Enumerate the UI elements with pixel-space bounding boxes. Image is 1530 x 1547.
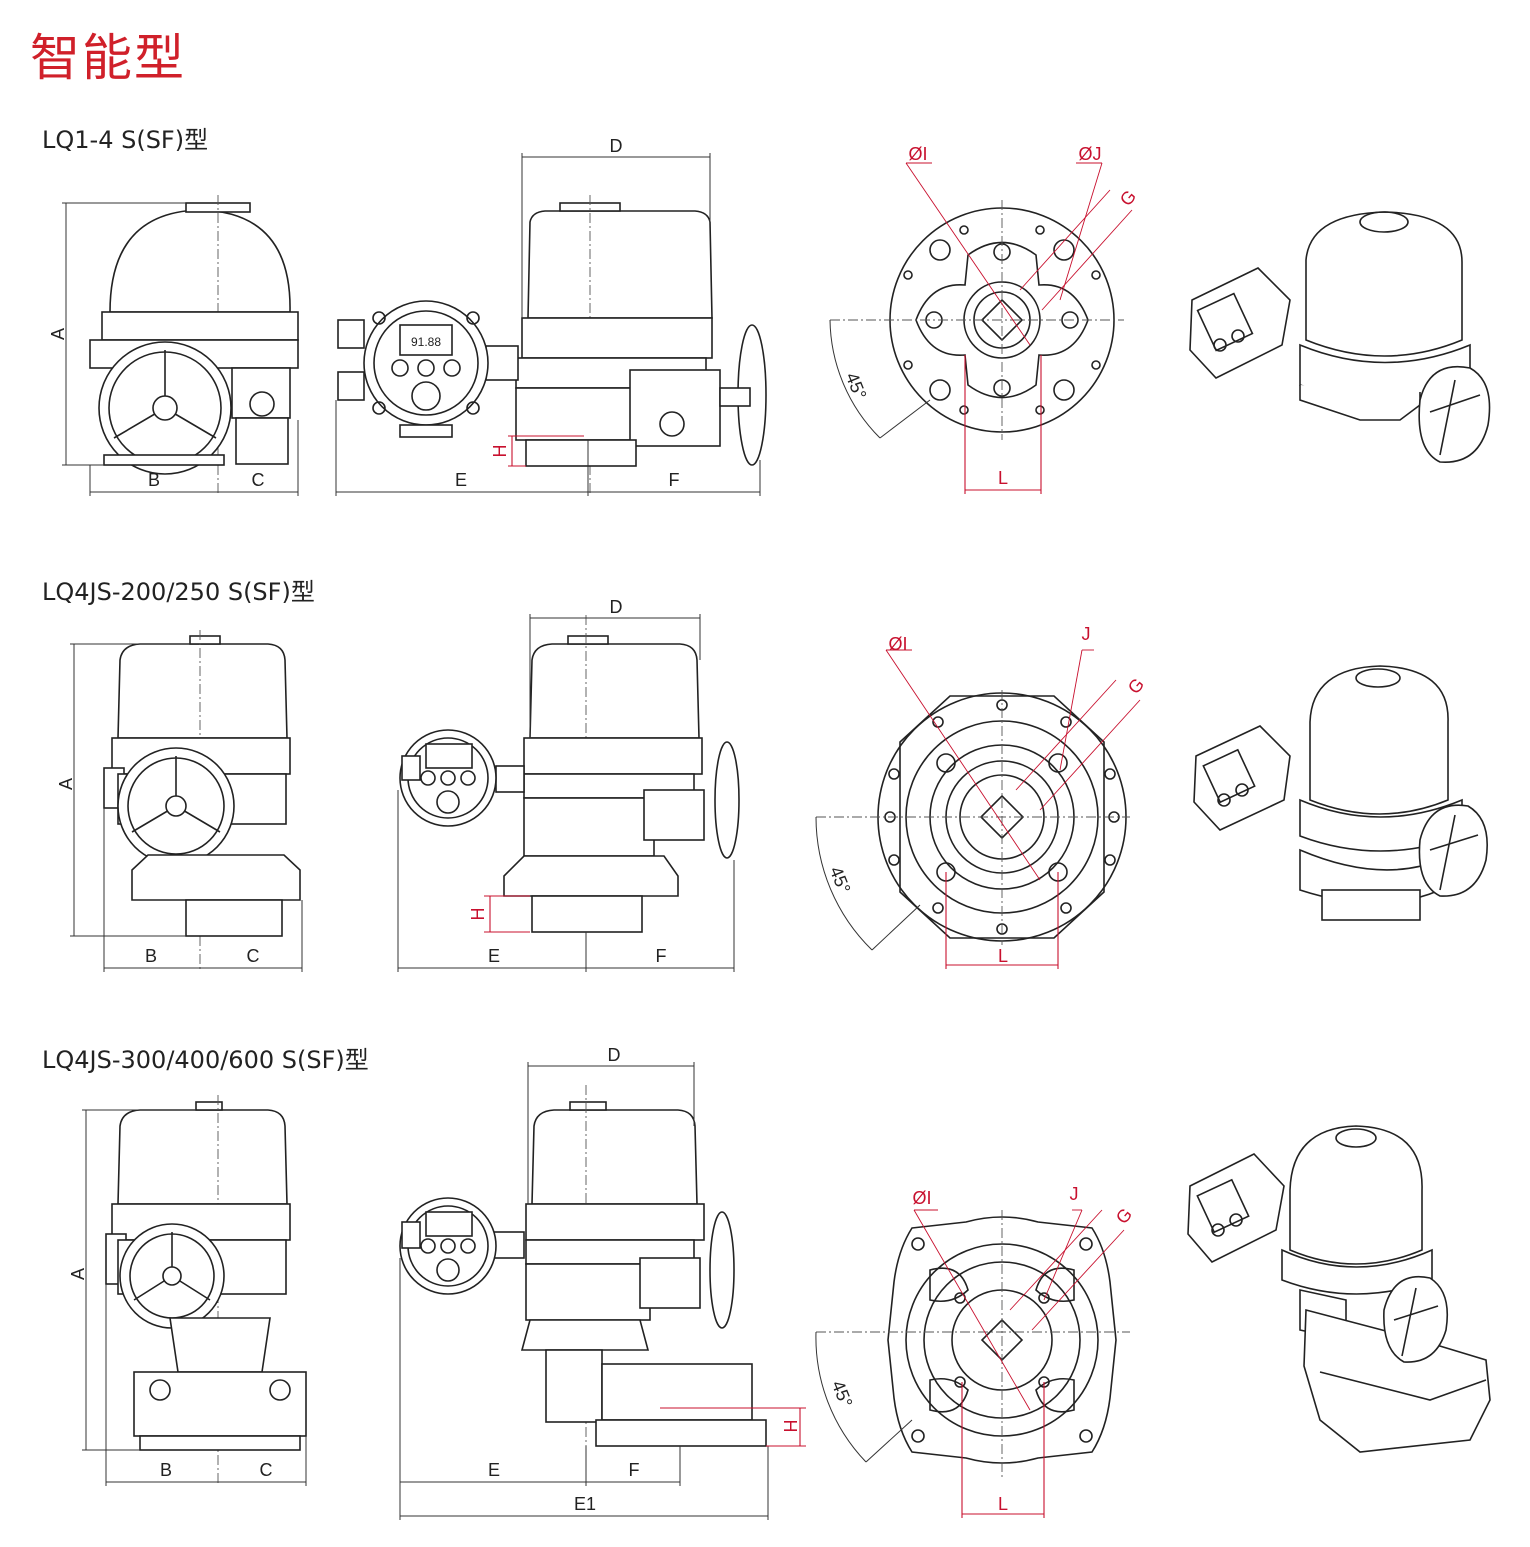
flange-dim-bore-2: ØI: [888, 634, 907, 654]
flange-angle-3: 45°: [828, 1378, 857, 1411]
front-dim-a-1: A: [48, 328, 68, 340]
flange-dim-pcd-2: J: [1082, 624, 1091, 644]
side-dim-e1-3: E1: [574, 1494, 596, 1514]
section-title-lq4js-300-400-600: LQ4JS-300/400/600 S(SF)型: [42, 1046, 369, 1074]
flange-dim-l-1: L: [998, 468, 1008, 488]
side-dim-h-1: H: [490, 445, 510, 458]
side-dim-e-2: E: [488, 946, 500, 966]
flange-angle-2: 45°: [826, 864, 855, 897]
front-dim-c-2: C: [247, 946, 260, 966]
isometric-view-3: [1187, 1125, 1491, 1453]
front-dim-a-2: A: [56, 778, 76, 790]
flange-angle-1: 45°: [842, 370, 871, 403]
front-dim-a-3: A: [68, 1268, 88, 1280]
front-dim-c-1: C: [252, 470, 265, 490]
isometric-view-2: [1193, 665, 1488, 921]
front-view-2: A B C: [56, 630, 303, 972]
isometric-view-1: [1189, 211, 1491, 463]
front-dim-c-3: C: [260, 1460, 273, 1480]
flange-dim-l-2: L: [998, 946, 1008, 966]
front-dim-b-2: B: [145, 946, 157, 966]
flange-dim-key-1: G: [1116, 186, 1140, 210]
side-dim-d-3: D: [608, 1045, 621, 1065]
flange-dim-pcd-3: J: [1070, 1184, 1079, 1204]
side-dim-e-3: E: [488, 1460, 500, 1480]
flange-dim-pcd-1: ØJ: [1078, 144, 1101, 164]
section-title-lq1-4: LQ1-4 S(SF)型: [42, 126, 209, 154]
side-dim-d-1: D: [610, 136, 623, 156]
page-title: 智能型: [30, 29, 186, 87]
flange-view-3: ØI J G L 45°: [815, 1184, 1136, 1518]
side-dim-f-1: F: [669, 470, 680, 490]
flange-dim-key-2: G: [1124, 674, 1148, 698]
side-dim-h-2: H: [468, 908, 488, 921]
side-dim-d-2: D: [610, 597, 623, 617]
front-view-3: A B C: [68, 1095, 307, 1486]
side-view-3: D E F E1 H: [399, 1045, 806, 1520]
flange-view-1: ØI ØJ G L 45°: [829, 144, 1140, 494]
side-dim-h-3: H: [780, 1420, 800, 1433]
flange-view-2: ØI J G L 45°: [815, 624, 1148, 969]
flange-dim-bore-3: ØI: [912, 1188, 931, 1208]
front-view-1: A B C: [48, 195, 299, 496]
side-dim-f-3: F: [629, 1460, 640, 1480]
side-view-2: D E F H: [397, 597, 740, 972]
section-title-lq4js-200-250: LQ4JS-200/250 S(SF)型: [42, 578, 315, 606]
front-dim-b-3: B: [160, 1460, 172, 1480]
flange-dim-l-3: L: [998, 1494, 1008, 1514]
side-dim-e-1: E: [455, 470, 467, 490]
side-view-1: 91.88 D E F H: [335, 136, 767, 496]
front-dim-b-1: B: [148, 470, 160, 490]
side-dim-f-2: F: [656, 946, 667, 966]
display-readout-1: 91.88: [411, 335, 441, 349]
flange-dim-bore-1: ØI: [908, 144, 927, 164]
flange-dim-key-3: G: [1112, 1204, 1136, 1228]
